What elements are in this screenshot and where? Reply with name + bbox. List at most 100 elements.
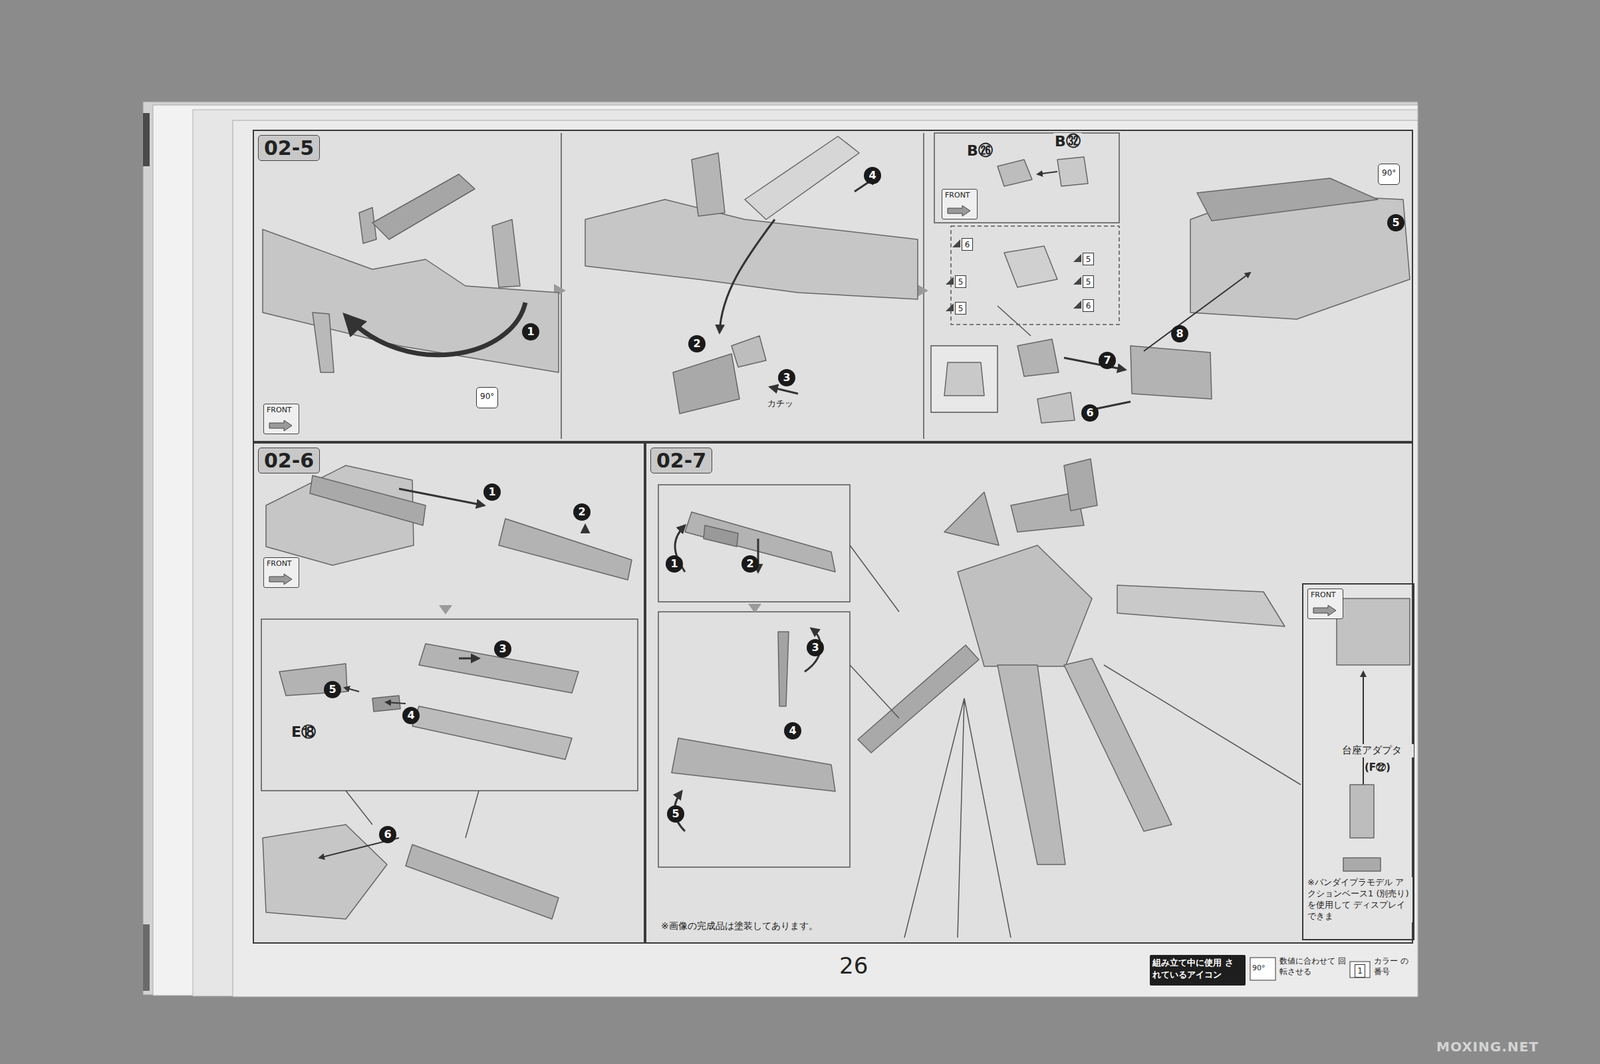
callout-number: 7 (1098, 351, 1116, 370)
legend-heading: 組み立て中に使用 されているアイコン (1152, 956, 1242, 981)
color-mark (1073, 300, 1082, 309)
move-arrow (770, 387, 799, 394)
color-number: 6 (1082, 299, 1094, 312)
front-label: FRONT (266, 405, 292, 415)
callout-number: 5 (1387, 214, 1405, 232)
part (1017, 339, 1059, 377)
front-arrow-icon (267, 571, 295, 586)
callout-number: 2 (573, 503, 591, 521)
annotation: カチッ (766, 397, 795, 410)
move-arrow (344, 687, 360, 692)
callout-number: 1 (522, 323, 540, 341)
adapter-view (1336, 598, 1410, 666)
insert-arrow (1143, 272, 1251, 352)
robot-gun (857, 645, 979, 753)
color-mark (945, 303, 954, 312)
step-panel: 02-7台座アダプタ(F㉒)※バンダイプラモデル アクションベース1 (別売り)… (645, 442, 1414, 944)
parts-frame (934, 133, 1120, 223)
front-icon: FRONT (1307, 588, 1344, 620)
booster-part (1130, 345, 1212, 400)
part-b26 (997, 159, 1033, 187)
robot-fin (944, 492, 999, 546)
front-label: FRONT (944, 190, 971, 200)
annotation: 数値に合わせて 回転させる (1279, 956, 1346, 977)
color-mark (945, 276, 954, 285)
front-arrow-icon (267, 417, 295, 433)
callout-number: 6 (1081, 404, 1099, 422)
front-arrow-icon (946, 202, 973, 218)
sheet-edge (142, 924, 150, 991)
part-number: B㉜ (1053, 133, 1082, 150)
front-arrow (269, 573, 292, 585)
pylon (359, 207, 377, 244)
move-arrow (385, 702, 406, 704)
insert-arrow (1037, 171, 1058, 175)
color-number: 5 (954, 275, 967, 288)
annotation: カラー の番号 (1373, 956, 1416, 977)
callout-bracket (345, 790, 479, 838)
knife (778, 631, 789, 707)
adapter-note: 台座アダプタ (1341, 744, 1414, 758)
leader-line (849, 545, 900, 719)
view-frame (931, 345, 998, 413)
callout-number: 8 (1171, 325, 1189, 343)
part-diagram (1004, 246, 1058, 288)
insert-arrow (1362, 671, 1364, 799)
gun (671, 738, 836, 792)
adapter-panel: 台座アダプタ (F㉒) ※バンダイプラモデル アクションベース1 (別売り)を使用し… (1302, 583, 1415, 941)
panel-ground (252, 129, 1414, 944)
leader-line (1103, 665, 1301, 785)
robot-leg (997, 665, 1066, 865)
move-arrow (584, 525, 587, 533)
booster (1197, 178, 1378, 221)
color-number: 1 (1354, 964, 1366, 978)
color-chip-frame (950, 226, 1120, 325)
rifle-part (412, 706, 572, 760)
front-arrow (947, 205, 971, 217)
front-arrow (1313, 605, 1336, 616)
rotate-icon: 90° (476, 387, 499, 409)
gun-cover (703, 525, 739, 547)
callout-number: 3 (494, 640, 512, 658)
flow-triangle (438, 605, 453, 615)
booster (372, 174, 475, 240)
color-mark (1073, 276, 1082, 285)
stacked-sheet (152, 105, 1418, 996)
booster (309, 475, 426, 526)
sub-frame (658, 611, 850, 868)
booster-ghost (744, 136, 860, 220)
manual-page (232, 120, 1418, 997)
page-number: 26 (839, 952, 868, 979)
callout-number: 3 (778, 369, 796, 387)
booster-part (672, 353, 740, 414)
rotate-arrow (345, 302, 526, 356)
front-icon: FRONT (263, 557, 300, 588)
robot-body (957, 545, 1092, 667)
adapter-ground (1300, 581, 1414, 939)
stacked-sheet (192, 109, 1418, 997)
callout-number: 1 (483, 483, 501, 501)
insert-arrow (1064, 357, 1126, 370)
step-divider (923, 133, 925, 439)
adapter-note: ※バンダイプラモデル アクションベース1 (別売り)を使用して ディスプレイでき… (1307, 877, 1413, 923)
rotate-icon: 90° (1252, 963, 1266, 973)
display-stand (904, 698, 1011, 938)
step-panel: 02-5FRONTFRONT (252, 129, 1414, 443)
color-mark (952, 239, 961, 248)
step-divider (560, 133, 562, 439)
part-number: B㉖ (965, 142, 995, 159)
robot-wing (1117, 585, 1285, 627)
callout-number: 2 (741, 555, 759, 573)
color-number: 5 (1082, 252, 1094, 266)
icon-legend-box: 組み立て中に使用 されているアイコン (1149, 954, 1246, 986)
leg (312, 312, 334, 373)
callout-number: 5 (323, 680, 342, 699)
front-icon: FRONT (941, 188, 978, 220)
icon-frame (1349, 961, 1370, 978)
wing (262, 824, 388, 920)
sub-frame (261, 619, 638, 791)
front-label: FRONT (1310, 590, 1336, 600)
adapter-note: (F㉒) (1364, 761, 1391, 775)
part-view (944, 362, 985, 396)
